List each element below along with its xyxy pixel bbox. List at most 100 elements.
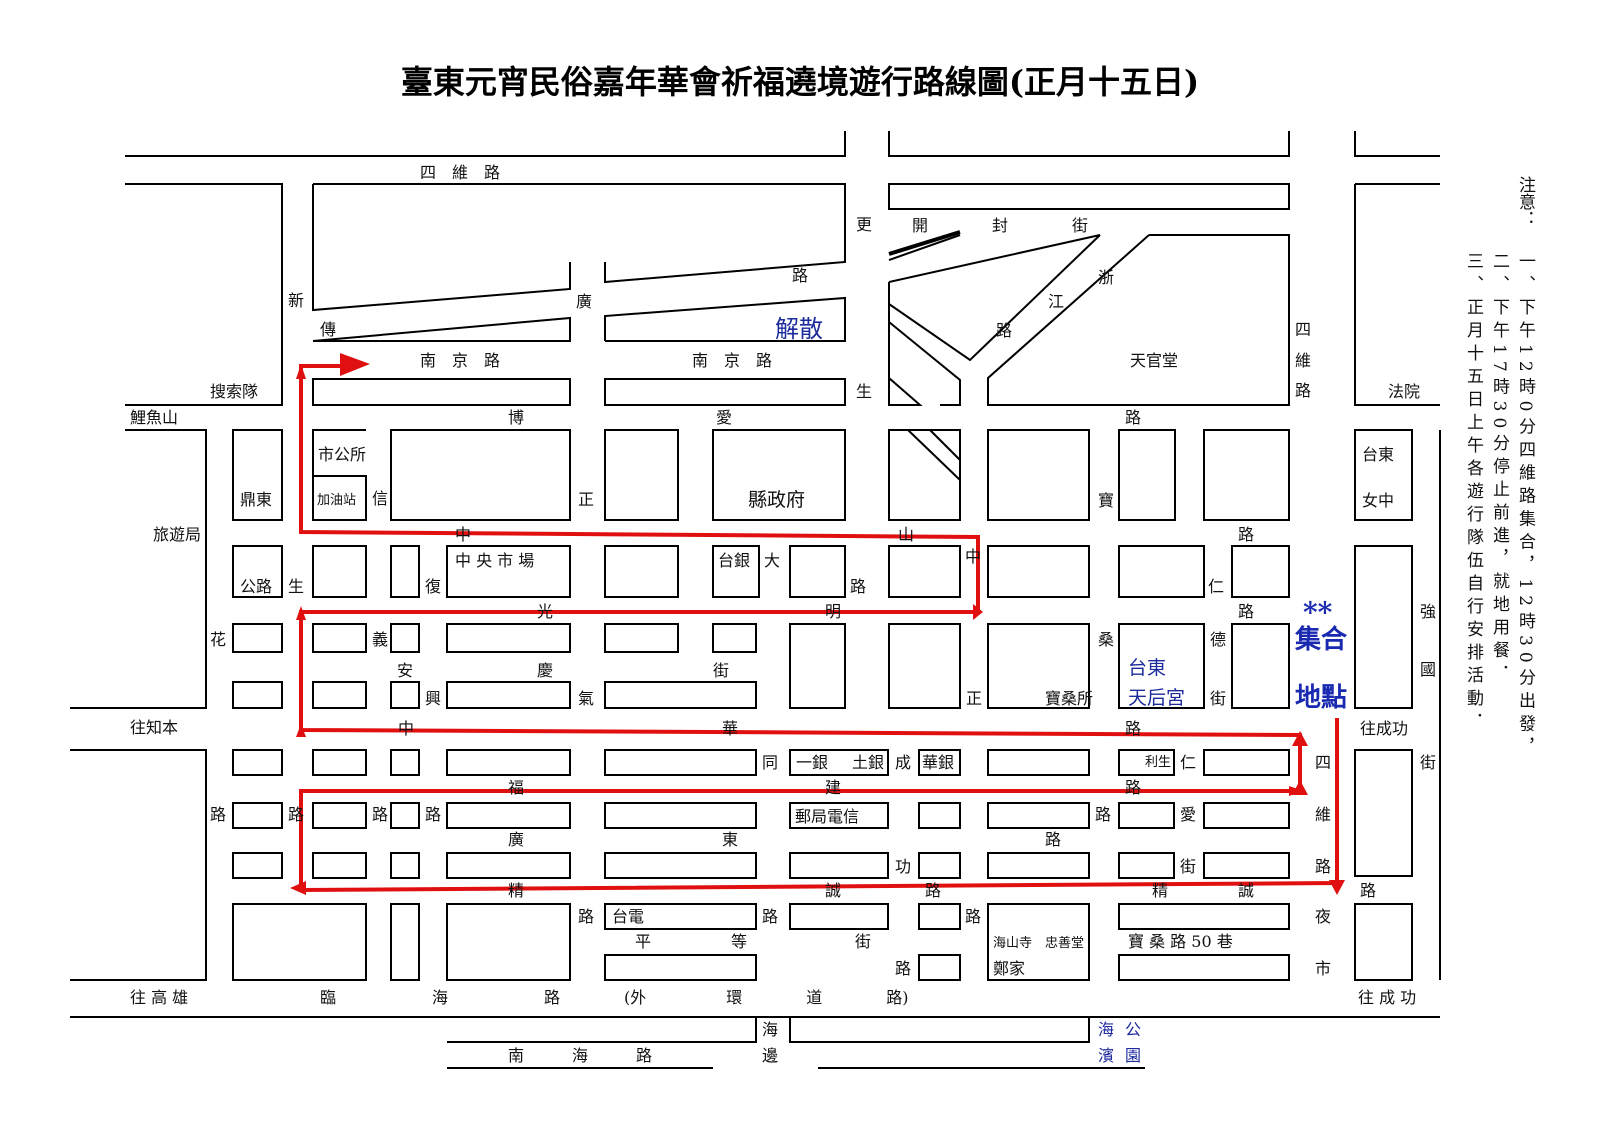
label-sang: 桑 (1098, 630, 1114, 649)
label-road-i: 路 (762, 907, 778, 926)
label-haibian-hai: 海 (762, 1020, 778, 1039)
label-yi: 義 (372, 630, 388, 649)
label-road-e: 路 (1095, 805, 1111, 824)
label-to-kaohsiung: 往 高 雄 (130, 988, 188, 1007)
label-haibin-bin: 濱 (1098, 1046, 1114, 1065)
label-haishan-temple: 海山寺 (993, 936, 1032, 951)
label-zhonghua-hua: 華 (722, 719, 738, 738)
label-girls-school-1: 台東 (1362, 445, 1394, 464)
label-xin2: 信 (372, 489, 388, 508)
label-guo: 國 (1420, 660, 1436, 679)
label-hua-nan-bank: 華銀 (922, 753, 954, 772)
label-fujian-fu: 福 (508, 778, 524, 797)
label-boai-lu: 路 (1125, 408, 1141, 427)
label-qing-street: 慶 街 (537, 661, 729, 680)
notes-heading: 注意： (1515, 176, 1536, 227)
label-zheng2: 正 (966, 689, 982, 708)
label-bao: 寶 (1098, 491, 1114, 510)
label-zhejiang-road: 路 (996, 321, 1012, 340)
label-city-office: 市公所 (318, 445, 366, 464)
label-guangdong-guang: 廣 (508, 830, 524, 849)
note-1: 一、下午12時0分四維路集合，12時30分出發， (1515, 252, 1536, 761)
label-assembly-point: 地點 (1295, 683, 1347, 713)
label-gong: 功 (895, 857, 911, 876)
label-park-yuan: 園 (1125, 1046, 1141, 1065)
label-siwei-road-top: 四 維 路 (420, 163, 500, 182)
label-ren2: 仁 (1180, 753, 1196, 772)
label-night-market-2: 市 (1315, 959, 1331, 978)
map-title: 臺東元宵民俗嘉年華會祈福遶境遊行路線圖(正月十五日) (401, 63, 1199, 101)
label-jingcheng-cheng: 誠 (825, 881, 841, 900)
label-taipower: 台電 (612, 907, 644, 926)
label-wei2: 維 (1315, 805, 1331, 824)
label-siwei-right-3: 路 (1295, 381, 1311, 400)
notes-panel: 注意： 一、下午12時0分四維路集合，12時30分出發， 二、下午17時30分停… (1463, 176, 1536, 761)
label-highway: 公路 (240, 577, 272, 596)
label-to-chenggong-2: 往 成 功 (1358, 988, 1416, 1007)
label-nanjing-road-1: 南 京 路 (420, 351, 500, 370)
label-zhongshan-lu: 路 (1238, 525, 1254, 544)
label-road-h: 路 (578, 907, 594, 926)
label-night-market-1: 夜 (1315, 907, 1331, 926)
label-road-k: 路 (895, 959, 911, 978)
label-road-c: 路 (372, 805, 388, 824)
label-bank-of-taiwan: 台銀 (718, 551, 750, 570)
map-labels: 四 維 路 更 開 封 街 路 新 傳 廣 浙 江 路 四 維 路 南 京 路 … (130, 163, 1436, 1065)
label-guangming-guang: 光 (537, 602, 553, 621)
label-zhong2: 中 (965, 547, 981, 566)
label-jingcheng-jing: 精 (508, 881, 524, 900)
label-county-government: 縣政府 (748, 489, 805, 511)
label-to-zhiben: 往知本 (130, 718, 178, 737)
label-road-a: 路 (210, 805, 226, 824)
label-tong: 同 (762, 753, 778, 772)
label-jie2: 街 (1210, 689, 1226, 708)
label-xin: 新 (288, 291, 304, 310)
label-road-g: 路 (1360, 881, 1376, 900)
label-haibin-hai: 海 (1098, 1020, 1114, 1039)
label-guang: 廣 (576, 292, 592, 311)
label-park-gong: 公 (1125, 1020, 1141, 1039)
label-siwei-right-2: 維 (1295, 351, 1311, 370)
label-da: 大 (764, 551, 780, 570)
label-an: 安 (397, 661, 413, 680)
label-sheng: 生 (856, 382, 872, 401)
label-central-market: 中 央 市 場 (455, 551, 534, 570)
label-jiang: 江 (1048, 292, 1064, 311)
label-guangdong-lu: 路 (1045, 830, 1061, 849)
label-road: 路 (792, 266, 808, 285)
label-post-office: 郵局電信 (795, 807, 859, 826)
label-geng: 更 (856, 215, 872, 234)
label-xing: 興 (425, 689, 441, 708)
label-road-d: 路 (425, 805, 441, 824)
label-de: 德 (1210, 630, 1226, 649)
label-dingdong: 鼎東 (240, 490, 272, 509)
label-tianhou-temple-2: 天后宮 (1128, 687, 1185, 709)
label-jingcheng-lu: 路 (925, 881, 941, 900)
label-road-b: 路 (288, 805, 304, 824)
label-assembly-stars: ** (1303, 596, 1333, 629)
label-zhonghua-zhong: 中 (398, 719, 414, 738)
label-zhongshan-shan: 山 (898, 525, 914, 544)
label-zheng-family: 鄭家 (993, 959, 1025, 978)
label-tourism-bureau: 旅遊局 (153, 525, 201, 544)
label-jingcheng2-jing: 精 (1152, 881, 1168, 900)
label-assembly: 集合 (1294, 624, 1348, 655)
label-fujian-lu: 路 (1125, 778, 1141, 797)
label-baosang-lane-50: 寶 桑 路 50 巷 (1128, 932, 1233, 951)
label-tianhou-temple-1: 台東 (1128, 657, 1166, 679)
label-land-bank: 土銀 (852, 753, 884, 772)
label-cheng: 成 (895, 753, 911, 772)
label-rescue-team: 搜索隊 (210, 382, 258, 401)
label-qiang: 強 (1420, 602, 1436, 621)
label-pingdeng-street: 平 等 (635, 932, 747, 951)
label-fujian-jian: 建 (825, 778, 841, 797)
label-to-chenggong-1: 往成功 (1360, 719, 1408, 738)
label-lu2: 路 (850, 577, 866, 596)
label-siwei-right-1: 四 (1295, 320, 1311, 339)
label-si2: 四 (1315, 753, 1331, 772)
label-gas-station: 加油站 (317, 493, 356, 508)
label-girls-school-2: 女中 (1362, 491, 1394, 510)
label-fu: 復 (425, 577, 441, 596)
label-zhonghua-lu: 路 (1125, 719, 1141, 738)
